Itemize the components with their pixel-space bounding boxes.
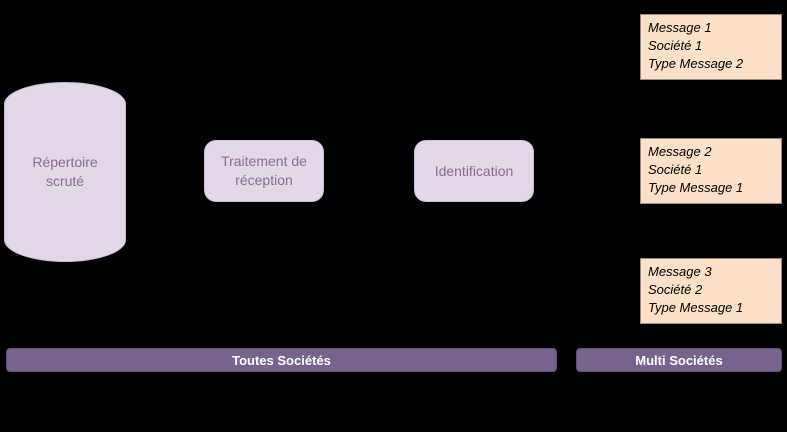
process-label-line1: Identification — [434, 162, 514, 179]
repertoire-scrute-cylinder[interactable]: Répertoire scruté — [4, 82, 126, 262]
message-societe: Société 1 — [648, 162, 703, 177]
message-note-3[interactable]: Message 3 Société 2 Type Message 1 — [640, 258, 782, 324]
message-type: Type Message 2 — [648, 56, 744, 71]
message-type: Type Message 1 — [648, 300, 744, 315]
cylinder-body — [4, 82, 126, 262]
message-societe: Société 2 — [648, 282, 703, 297]
message-name: Message 2 — [648, 144, 712, 159]
message-note-2[interactable]: Message 2 Société 1 Type Message 1 — [640, 138, 782, 204]
process-box-label: Traitement de réception — [221, 152, 307, 190]
process-label-line1: Traitement de — [221, 153, 307, 169]
process-label-line2: réception — [235, 172, 293, 188]
scope-bar-multi-societes[interactable]: Multi Sociétés — [576, 348, 782, 372]
message-type: Type Message 1 — [648, 180, 744, 195]
process-box-identification[interactable]: Identification — [414, 140, 534, 202]
message-name: Message 1 — [648, 20, 712, 35]
process-box-traitement-de-reception[interactable]: Traitement de réception — [204, 140, 324, 202]
scope-bar-label: Multi Sociétés — [635, 352, 723, 368]
scope-bar-label: Toutes Sociétés — [232, 352, 331, 368]
message-note-1[interactable]: Message 1 Société 1 Type Message 2 — [640, 14, 782, 80]
process-box-label: Identification — [435, 162, 514, 181]
message-name: Message 3 — [648, 264, 712, 279]
message-societe: Société 1 — [648, 38, 703, 53]
scope-bar-toutes-societes[interactable]: Toutes Sociétés — [6, 348, 557, 372]
